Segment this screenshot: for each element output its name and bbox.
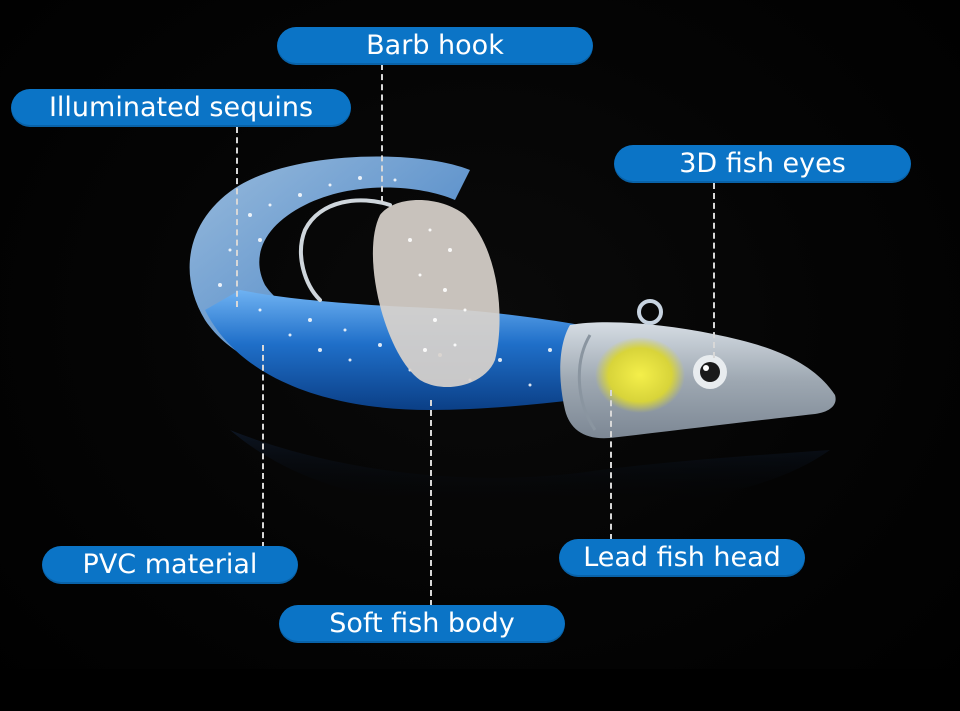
bottom-black-band [0,669,960,711]
head-gill [577,334,597,431]
head-yellow-spot [595,337,685,413]
label-3d-fish-eyes: 3D fish eyes [614,145,911,183]
leader-pvc-material [262,345,264,548]
leader-lead-fish-head [610,390,612,540]
leader-barb-hook [381,64,383,202]
leader-illuminated-sequins [236,127,238,307]
leader-fish-eyes [713,183,715,358]
label-illuminated-sequins: Illuminated sequins [11,89,351,127]
label-soft-fish-body: Soft fish body [279,605,565,643]
barb-hook [299,198,392,302]
label-lead-fish-head: Lead fish head [559,539,805,577]
label-barb-hook: Barb hook [277,27,593,65]
line-eye [637,299,663,325]
lure-reflection [230,430,830,510]
leader-soft-fish-body [430,400,432,606]
illuminated-sequins [218,176,552,387]
label-pvc-material: PVC material [42,546,298,584]
hook-guard [372,200,500,388]
3d-fish-eye [693,355,727,389]
